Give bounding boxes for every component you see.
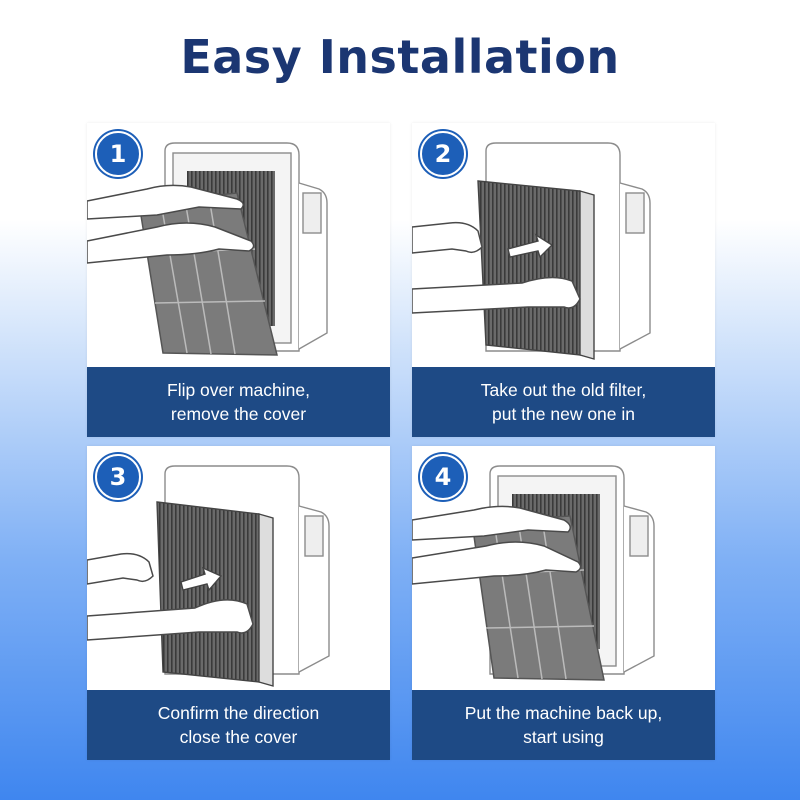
- page-title: Easy Installation: [180, 30, 620, 84]
- step-2-caption: Take out the old filter, put the new one…: [412, 367, 715, 437]
- step-1-card: 1 Flip over machine, remove the cover: [87, 123, 390, 437]
- step-1-illustration: [87, 142, 328, 356]
- hands: [412, 505, 582, 585]
- step-3-caption: Confirm the direction close the cover: [87, 690, 390, 760]
- filter: [156, 501, 274, 687]
- step-2-badge: 2: [420, 131, 466, 177]
- step-2-caption-line2: put the new one in: [491, 404, 636, 424]
- step-3-caption-line2: close the cover: [179, 727, 298, 747]
- step-4-illustration: [412, 465, 655, 681]
- step-1-caption: Flip over machine, remove the cover: [87, 367, 390, 437]
- step-4-caption-line1: Put the machine back up,: [464, 703, 663, 723]
- step-4-card: 4 Put the machine back up, start using: [412, 446, 715, 760]
- hands: [412, 221, 581, 314]
- step-1-badge: 1: [95, 131, 141, 177]
- step-4-caption: Put the machine back up, start using: [412, 690, 715, 760]
- hands: [87, 552, 254, 641]
- hands: [87, 184, 255, 264]
- step-4-caption-line2: start using: [523, 727, 604, 747]
- filter: [477, 180, 595, 360]
- step-2-caption-line1: Take out the old filter,: [480, 380, 647, 400]
- step-2-illustration: [412, 142, 651, 360]
- step-1-caption-line2: remove the cover: [170, 404, 307, 424]
- step-3-caption-line1: Confirm the direction: [157, 703, 320, 723]
- step-3-card: 3 Confirm the direction close the cover: [87, 446, 390, 760]
- step-4-badge: 4: [420, 454, 466, 500]
- step-3-badge: 3: [95, 454, 141, 500]
- step-1-caption-line1: Flip over machine,: [167, 380, 310, 400]
- step-2-card: 2 Take out the old filter, put the new o…: [412, 123, 715, 437]
- step-3-illustration: [87, 465, 330, 687]
